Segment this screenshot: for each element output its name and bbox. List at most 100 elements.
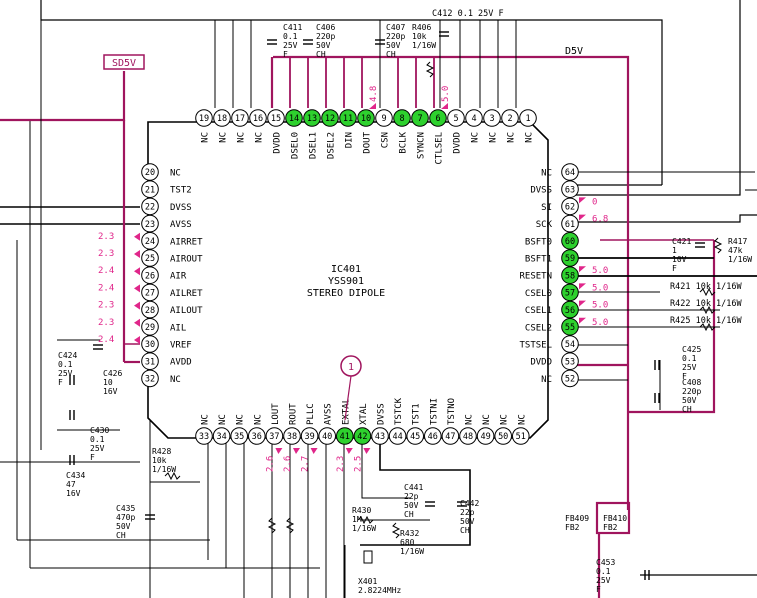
c426-line: 10 xyxy=(103,378,113,387)
pin-name-25: AIROUT xyxy=(170,255,203,265)
x401-crystal xyxy=(363,550,373,564)
c430-line: F xyxy=(90,453,95,462)
r425-label: R425 10k 1/16W xyxy=(670,316,743,326)
pin-number: 1 xyxy=(525,114,530,124)
pin-7: 7 xyxy=(411,109,429,127)
c407-line: 50V xyxy=(386,41,401,50)
rail-sd5v-box xyxy=(103,54,145,70)
pin-name-49: NC xyxy=(482,414,492,425)
c421-line: F xyxy=(672,264,677,273)
fb410-line: FB410 xyxy=(603,514,627,523)
pin-circle xyxy=(561,352,579,371)
pin-48: 48 xyxy=(459,427,477,445)
c442-line: C442 xyxy=(460,499,479,508)
pin-39: 39 xyxy=(300,427,319,445)
pin-19: 19 xyxy=(195,109,213,127)
pin-number: 59 xyxy=(565,254,575,264)
voltage-arrow xyxy=(441,103,448,109)
rail-d5v-wire xyxy=(628,240,716,414)
pin-number: 55 xyxy=(565,323,575,333)
pin-44: 44 xyxy=(388,427,407,445)
pin-circle xyxy=(321,109,339,127)
pin-45: 45 xyxy=(406,427,425,445)
pin-number: 46 xyxy=(428,432,438,442)
c441-line: CH xyxy=(404,510,414,519)
pin-4: 4 xyxy=(465,109,483,127)
voltage-arrow xyxy=(579,283,586,290)
pin-circle xyxy=(141,369,159,388)
pin-number: 7 xyxy=(417,114,422,124)
pin-circle xyxy=(424,427,442,445)
pin-circle xyxy=(561,197,579,216)
pin-number: 20 xyxy=(145,168,155,178)
pin-number: 16 xyxy=(253,114,263,124)
pin-name-44: TSTCK xyxy=(394,397,404,425)
pin-number: 25 xyxy=(145,254,155,264)
voltage-arrow xyxy=(134,284,140,293)
c406-line: CH xyxy=(316,50,326,59)
pin-name-1: NC xyxy=(525,132,535,143)
r430-symbol xyxy=(357,515,374,525)
voltage-label: 2.6 xyxy=(265,456,275,472)
pin-9: 9 xyxy=(375,109,393,127)
pin-name-6: CTLSEL xyxy=(435,132,445,165)
pin-name-45: TST1 xyxy=(412,403,422,425)
pin-14: 14 xyxy=(285,109,303,127)
voltage-arrow xyxy=(134,267,140,276)
c426-symbol xyxy=(69,375,75,385)
pin-circle xyxy=(195,109,213,127)
pin-number: 14 xyxy=(289,114,299,124)
pin-29: 29 xyxy=(141,318,159,336)
pin-name-35: NC xyxy=(236,414,246,425)
c406-line: C406 xyxy=(316,23,335,32)
c406-line: 50V xyxy=(316,41,331,50)
pin-number: 58 xyxy=(565,271,575,281)
r432-symbol xyxy=(391,522,401,539)
c421-line: C421 xyxy=(672,237,691,246)
pin-name-2: NC xyxy=(507,132,517,143)
voltage-label: 2.7 xyxy=(301,456,311,472)
c441-line: 50V xyxy=(404,501,419,510)
voltage-arrow xyxy=(579,300,586,307)
bus-sck xyxy=(572,214,757,223)
c408-line: C408 xyxy=(682,378,701,387)
pin-circle xyxy=(561,163,579,181)
pin-number: 23 xyxy=(145,220,155,230)
c426-line: C426 xyxy=(103,369,122,378)
pin-55: 55 xyxy=(561,318,579,336)
components: C412 0.1 25V FC4110.125VFC406220p50VCHC4… xyxy=(58,9,752,595)
pin-circle xyxy=(561,335,579,353)
pin-number: 27 xyxy=(145,289,155,299)
pin-59: 59 xyxy=(561,249,579,267)
pin-circle xyxy=(512,427,530,445)
pin-circle xyxy=(501,109,519,127)
c408-line: CH xyxy=(682,405,692,414)
r422-label: R422 10k 1/16W xyxy=(670,299,743,309)
pin-24: 24 xyxy=(141,232,159,250)
pin-37: 37 xyxy=(265,427,284,445)
pin-circle xyxy=(141,283,159,302)
pin-name-37: LOUT xyxy=(271,403,281,425)
pin-10: 10 xyxy=(357,109,375,127)
pin-circle xyxy=(411,109,429,127)
pin-circle xyxy=(393,109,411,127)
c442-line: CH xyxy=(460,526,470,535)
fb409-line: FB409 xyxy=(565,514,589,523)
voltage-label: 2.6 xyxy=(283,456,293,472)
chip-desc: STEREO DIPOLE xyxy=(307,288,385,299)
rail-sd5v-wire xyxy=(0,71,126,122)
voltage-label: 2.3 xyxy=(98,249,114,259)
voltage-arrow xyxy=(134,301,140,310)
c425-symbol xyxy=(654,360,660,370)
pin-number: 35 xyxy=(234,432,244,442)
pin-circle xyxy=(141,318,159,336)
pin-name-19: NC xyxy=(201,132,211,143)
pin-circle xyxy=(561,318,579,336)
pin-name-64: NC xyxy=(541,169,552,179)
voltage-label: 5.0 xyxy=(592,266,608,276)
pin-41: 41 xyxy=(336,427,354,445)
pin-name-4: NC xyxy=(471,132,481,143)
r432-line: 1/16W xyxy=(400,547,424,556)
c435-line: CH xyxy=(116,531,126,540)
pin-number: 21 xyxy=(145,185,155,195)
